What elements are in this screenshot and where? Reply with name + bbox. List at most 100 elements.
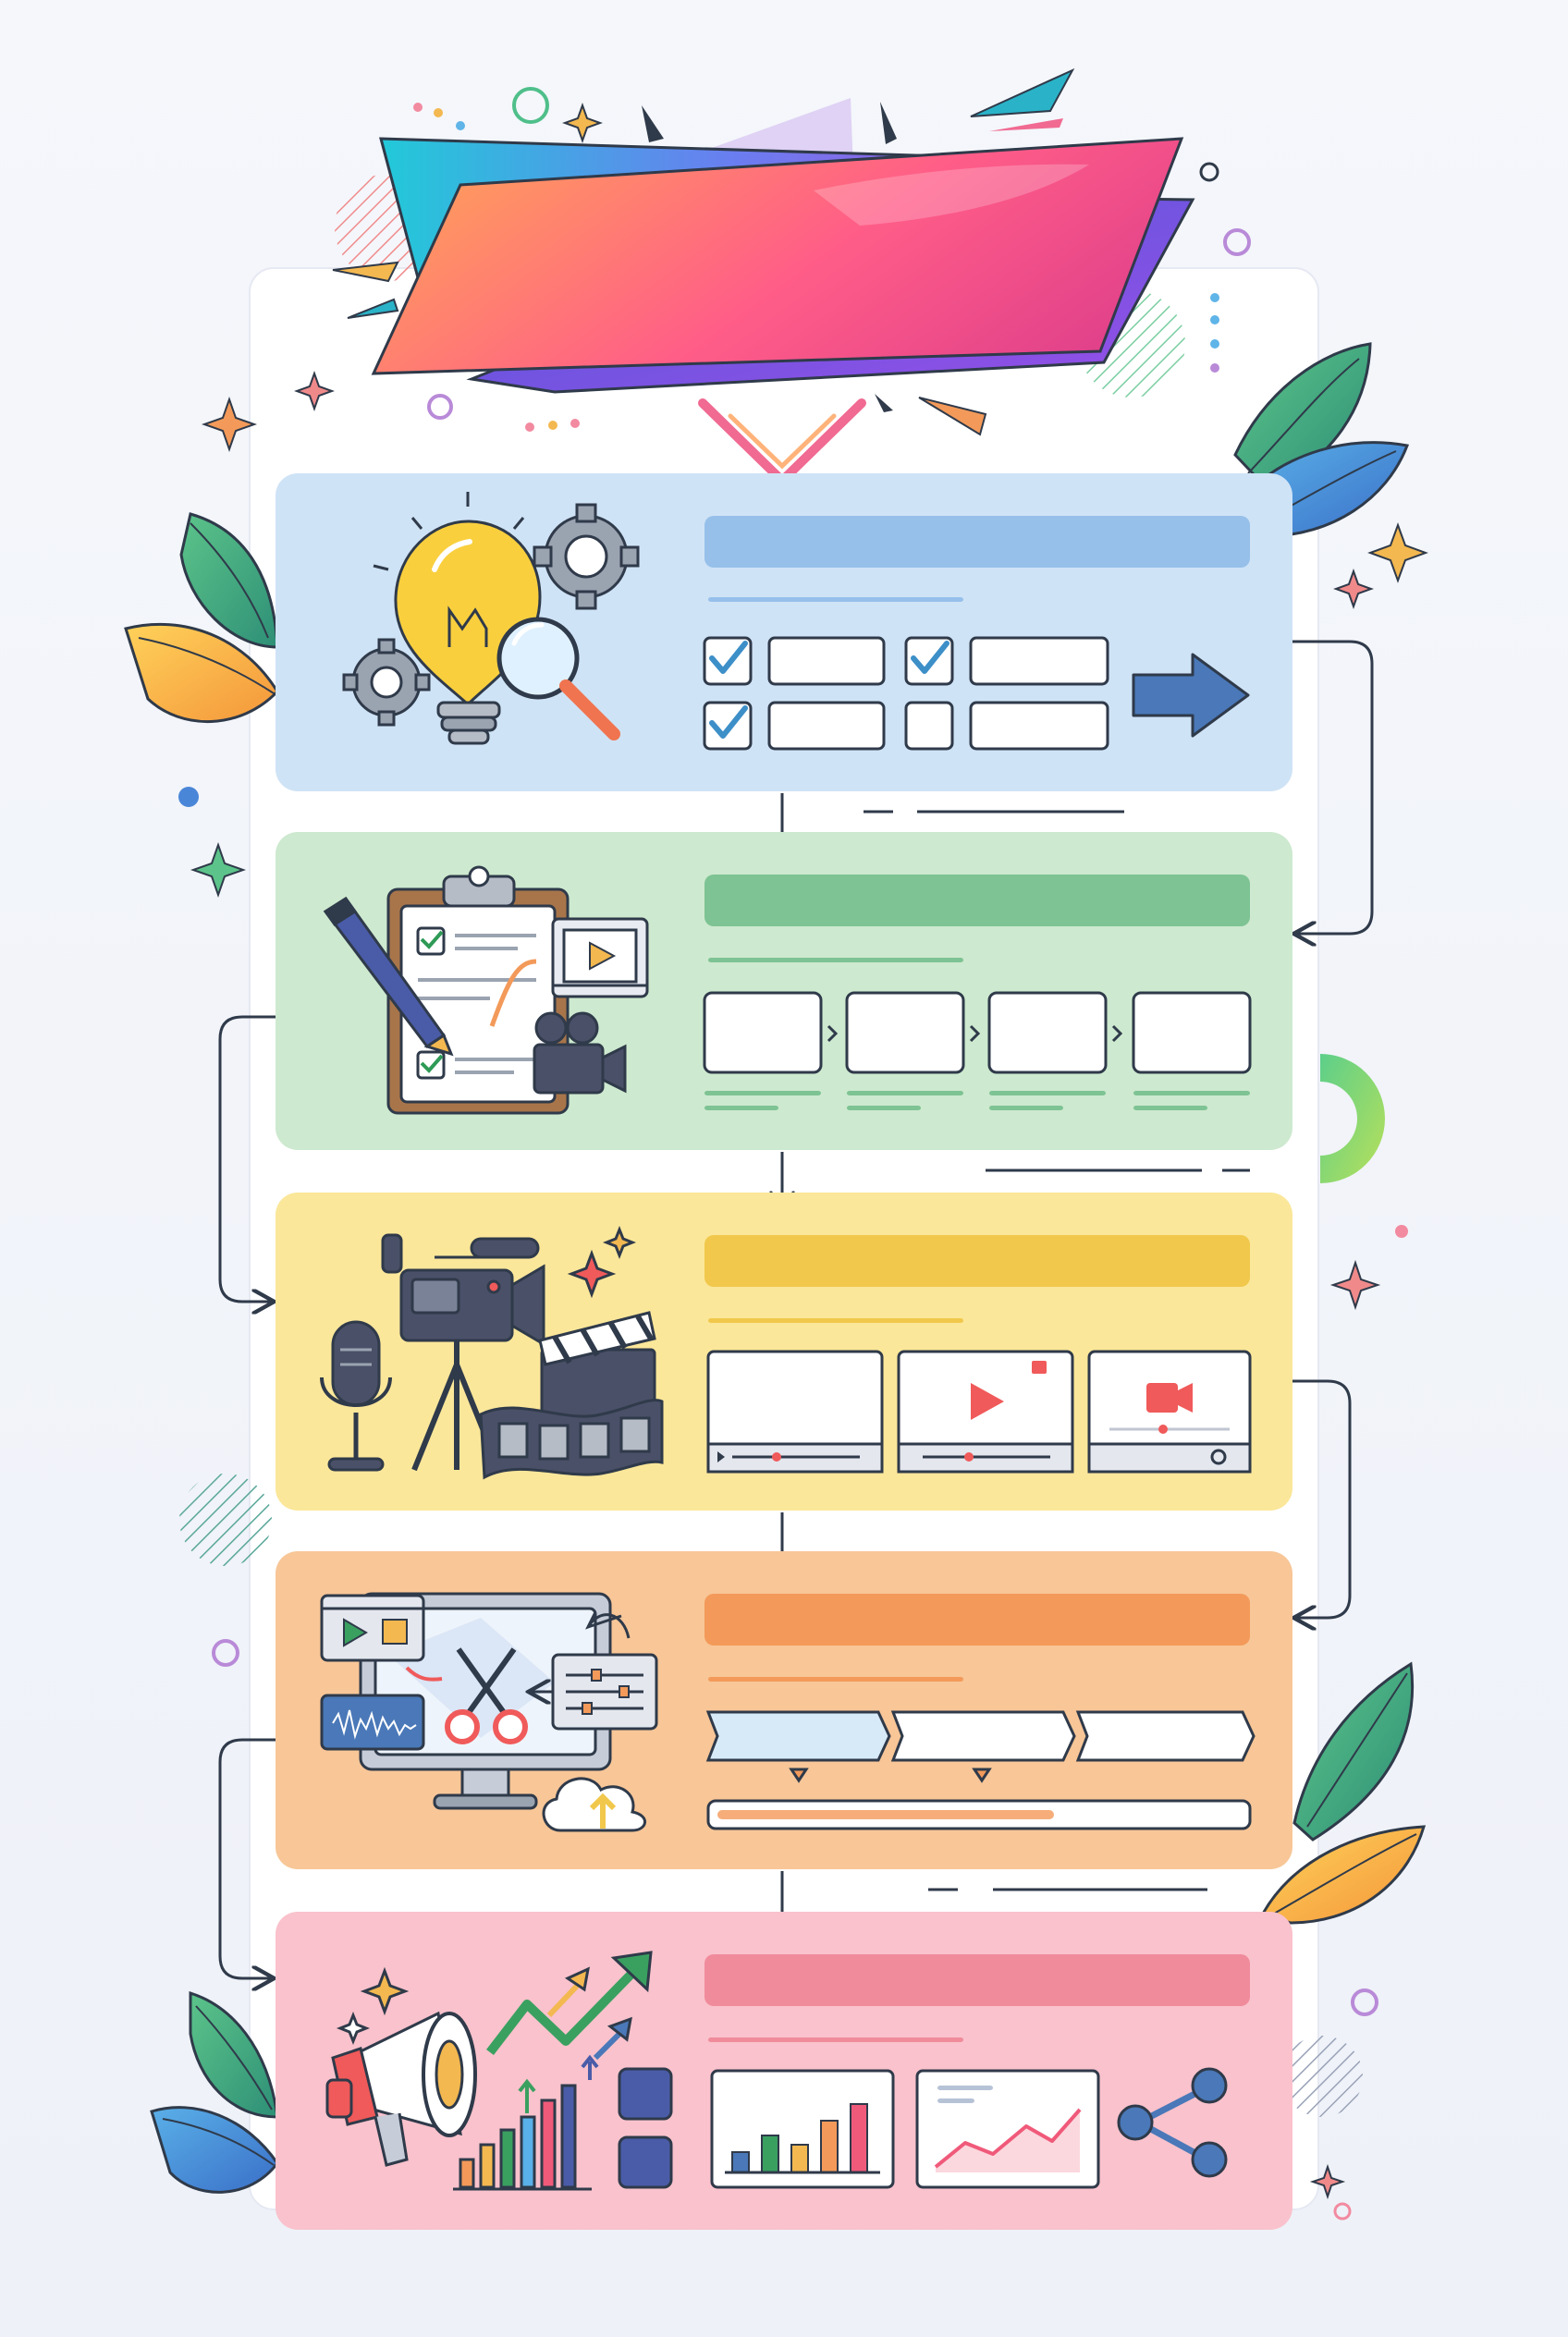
sparkle-icon <box>567 1249 617 1299</box>
loop-right-3 <box>1292 1379 1352 1618</box>
decor-dot <box>413 103 423 112</box>
checklist-field <box>767 701 886 751</box>
decor-dot <box>512 87 549 124</box>
timeline-marker <box>972 1768 992 1783</box>
storyboard-frame <box>1132 991 1252 1074</box>
gear-icon <box>1210 1449 1227 1465</box>
magnifier-icon <box>496 617 620 740</box>
decor-dot <box>1210 315 1219 324</box>
decor-hatch <box>1281 2036 1363 2117</box>
decor-dot <box>1210 293 1219 302</box>
arrow-icon <box>405 1666 443 1682</box>
video-preview <box>1087 1350 1252 1474</box>
clipboard-icon <box>386 865 570 1115</box>
checklist-field <box>969 701 1109 751</box>
card-subtitle-line <box>708 2037 963 2042</box>
timeline-segment <box>1075 1710 1256 1762</box>
chevron-right-icon <box>827 1024 839 1043</box>
sparkle-icon <box>602 1225 637 1260</box>
decor-dot <box>1210 339 1219 349</box>
movie-camera-icon <box>533 1011 627 1095</box>
leaf-shape <box>1292 1661 1415 1841</box>
timeline-marker <box>789 1768 809 1783</box>
decor-shard <box>642 105 664 142</box>
card-subtitle-line <box>708 958 963 962</box>
decor-dot <box>570 419 580 428</box>
gear-icon <box>533 503 640 610</box>
microphone-icon <box>320 1320 392 1472</box>
megaphone-icon <box>325 2011 477 2167</box>
decor-shard <box>970 67 1075 117</box>
cloud-upload-icon <box>542 1777 646 1832</box>
play-icon <box>971 1383 1004 1420</box>
card-title-bar <box>704 1954 1250 2006</box>
bar-glyph <box>850 2103 868 2173</box>
loop-right-1 <box>1292 640 1374 934</box>
chevron-right-icon <box>1111 1024 1123 1043</box>
record-camera-icon <box>1146 1383 1178 1413</box>
decor-shard <box>918 397 987 436</box>
step-card-ideation <box>276 473 1292 791</box>
storyboard-frame <box>703 991 823 1074</box>
bar-glyph <box>790 2144 809 2173</box>
storyboard-frame <box>845 991 965 1074</box>
timeline-segments <box>705 1710 1256 1783</box>
tile-icon <box>618 2067 673 2121</box>
card-title-bar <box>704 875 1250 926</box>
line-chart-card <box>915 2069 1100 2189</box>
decor-dot <box>1199 162 1219 182</box>
growth-arrow-icon <box>486 1951 653 2061</box>
sparkle-icon <box>1329 1259 1381 1311</box>
leaf-vein <box>190 522 269 639</box>
decor-dot <box>434 108 443 117</box>
card-title-bar <box>704 516 1250 568</box>
timeline-segment <box>890 1710 1076 1762</box>
step-card-planning <box>276 832 1292 1150</box>
film-reel-icon <box>479 1399 664 1480</box>
playhead <box>964 1452 974 1462</box>
decor-hatch <box>179 1474 272 1566</box>
storyboard-captions <box>704 1091 1250 1110</box>
checkbox-icon <box>904 701 954 751</box>
distribution-illustration <box>325 1951 673 2191</box>
bar-chart-icon <box>453 2054 599 2191</box>
playhead <box>772 1452 781 1462</box>
decor-dot <box>178 787 199 807</box>
sparkle-icon <box>190 841 247 899</box>
scissors-icon <box>445 1647 528 1744</box>
progress-fill <box>717 1810 1054 1819</box>
line-chart-icon <box>934 2108 1082 2169</box>
video-player-icon <box>551 917 649 998</box>
record-icon <box>1032 1361 1047 1374</box>
decor-dot <box>427 394 453 420</box>
decor-dot <box>212 1639 239 1667</box>
sparkle-icon <box>1333 569 1374 609</box>
step-card-editing <box>276 1551 1292 1869</box>
leaf-vein <box>138 637 275 694</box>
chart-card <box>710 2069 895 2189</box>
step-card-production <box>276 1193 1292 1511</box>
banner-chevron-inner <box>728 413 837 470</box>
header-banner <box>332 67 1195 485</box>
timeline-segment <box>705 1710 891 1762</box>
decor-ring <box>1320 1054 1385 1183</box>
decor-shard <box>347 298 399 319</box>
checklist-grid <box>703 636 1109 751</box>
arrow-right-icon <box>1132 653 1250 738</box>
step-card-distribution <box>276 1912 1292 2230</box>
video-preview-row <box>706 1350 1252 1474</box>
decor-dot <box>548 421 557 430</box>
play-icon <box>717 1451 725 1462</box>
bar-glyph <box>761 2135 779 2173</box>
video-window-icon <box>320 1594 425 1662</box>
sparkle-icon <box>1309 2163 1346 2200</box>
share-icon <box>1117 2067 1228 2178</box>
decor-dot <box>525 422 534 432</box>
decor-shard <box>880 102 897 144</box>
checkmark <box>709 705 748 739</box>
decor-shard <box>989 118 1063 131</box>
decor-dot <box>1395 1225 1408 1238</box>
sparkle-icon <box>562 103 603 143</box>
sparkle-icon <box>294 371 335 411</box>
